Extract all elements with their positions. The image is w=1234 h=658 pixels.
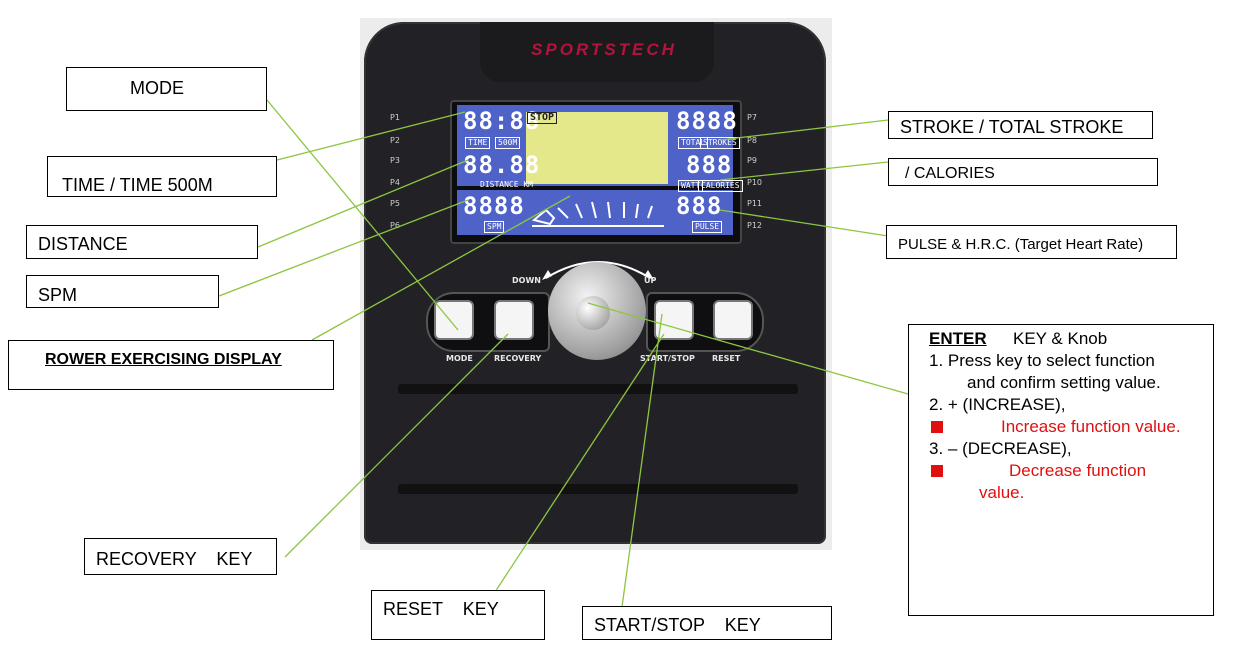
- time-digits: 88:88: [463, 107, 541, 135]
- leader-line-reset: [494, 333, 665, 593]
- distance-tag: DISTANCE KM: [480, 180, 533, 189]
- callout-recovery-key-text: RECOVERY KEY: [96, 549, 253, 569]
- program-label-p3: P3: [390, 156, 400, 165]
- leader-line-enter: [587, 302, 909, 395]
- enter-line-1: 1. Press key to select function: [929, 351, 1155, 370]
- enter-line-1b: and confirm setting value.: [967, 373, 1161, 392]
- program-label-p9: P9: [747, 156, 757, 165]
- callout-spm-text: SPM: [38, 285, 78, 305]
- start-stop-key-label: START/STOP: [640, 354, 695, 363]
- callout-pulse-text: PULSE & H.R.C. (Target Heart Rate): [898, 236, 1144, 253]
- console-slot-upper: [398, 384, 798, 394]
- strokes-tag: STROKES: [700, 137, 740, 149]
- program-label-p8: P8: [747, 136, 757, 145]
- leader-line-rower-display: [311, 195, 571, 341]
- callout-time: TIME / TIME 500M: [47, 156, 277, 197]
- time-tag: TIME: [465, 137, 491, 149]
- leader-line-stroke: [719, 119, 889, 141]
- enter-key[interactable]: [576, 296, 610, 330]
- callout-mode: MODE: [66, 67, 267, 111]
- program-label-p6: P6: [390, 221, 400, 230]
- leader-line-recovery: [284, 333, 509, 558]
- rower-animation-graphic: [531, 201, 664, 227]
- bullet-square-icon: [931, 421, 943, 433]
- lcd-dot-matrix: [526, 112, 668, 184]
- callout-distance: DISTANCE: [26, 225, 258, 259]
- leader-line-calories: [719, 161, 889, 181]
- total-tag: TOTAL: [678, 137, 709, 149]
- pulse-digits: 888: [676, 192, 723, 220]
- down-label: DOWN: [512, 276, 541, 285]
- up-label: UP: [644, 276, 657, 285]
- mode-key[interactable]: [434, 300, 474, 340]
- stroke-digits: 8888: [676, 107, 738, 135]
- enter-line-3-detail: Decrease function: [1009, 461, 1147, 480]
- callout-reset-key: RESET KEY: [371, 590, 545, 640]
- watt-tag: WATT: [678, 180, 704, 192]
- callout-stroke-text: STROKE / TOTAL STROKE: [900, 117, 1124, 137]
- callout-start-stop-key: START/STOP KEY: [582, 606, 832, 640]
- recovery-key-label: RECOVERY: [494, 354, 542, 363]
- distance-digits: 88.88: [463, 151, 541, 179]
- callout-calories-text: / CALORIES: [905, 165, 995, 182]
- stop-label: STOP: [527, 112, 558, 124]
- callout-stroke: STROKE / TOTAL STROKE: [888, 111, 1153, 139]
- spm-tag: SPM: [484, 221, 505, 233]
- callout-pulse: PULSE & H.R.C. (Target Heart Rate): [886, 225, 1177, 259]
- callout-start-stop-key-text: START/STOP KEY: [594, 615, 761, 635]
- recovery-key[interactable]: [494, 300, 534, 340]
- program-label-p1: P1: [390, 113, 400, 122]
- enter-title: ENTER: [929, 329, 987, 348]
- callout-time-text: TIME / TIME 500M: [62, 175, 213, 195]
- callout-spm: SPM: [26, 275, 219, 308]
- enter-line-2-detail: Increase function value.: [1001, 417, 1181, 436]
- callout-distance-text: DISTANCE: [38, 234, 128, 254]
- pulse-tag: PULSE: [692, 221, 723, 233]
- spm-digits: 8888: [463, 192, 525, 220]
- callout-rower-display: ROWER EXERCISING DISPLAY: [8, 340, 334, 390]
- program-label-p4: P4: [390, 178, 400, 187]
- leader-line-spm: [218, 199, 469, 297]
- program-label-p2: P2: [390, 136, 400, 145]
- program-label-p10: P10: [747, 178, 763, 187]
- callout-recovery-key: RECOVERY KEY: [84, 538, 277, 575]
- program-label-p5: P5: [390, 199, 400, 208]
- callout-reset-key-text: RESET KEY: [383, 599, 499, 619]
- reset-key-label: RESET: [712, 354, 741, 363]
- bullet-square-icon: [931, 465, 943, 477]
- callout-calories: / CALORIES: [888, 158, 1158, 186]
- callout-enter-key-knob: ENTER KEY & Knob 1. Press key to select …: [908, 324, 1214, 616]
- leader-line-distance: [257, 159, 469, 248]
- leader-line-pulse: [719, 209, 889, 237]
- watt-digits: 888: [686, 151, 733, 179]
- leader-line-mode: [266, 99, 459, 331]
- reset-key[interactable]: [713, 300, 753, 340]
- callout-mode-text: MODE: [130, 78, 184, 98]
- enter-line-3: 3. – (DECREASE),: [929, 439, 1072, 458]
- program-label-p11: P11: [747, 199, 763, 208]
- leader-line-start-stop: [621, 313, 663, 608]
- program-label-p12: P12: [747, 221, 763, 230]
- console-slot-lower: [398, 484, 798, 494]
- mode-key-label: MODE: [446, 354, 473, 363]
- enter-title-rest: KEY & Knob: [1013, 329, 1108, 348]
- brand-logo: SPORTSTECH: [531, 40, 677, 59]
- lcd-divider: [456, 186, 734, 190]
- program-label-p7: P7: [747, 113, 757, 122]
- callout-rower-display-text: ROWER EXERCISING DISPLAY: [45, 351, 282, 368]
- time500-tag: 500M: [495, 137, 521, 149]
- enter-line-3-detail-b: value.: [979, 483, 1025, 502]
- enter-line-2: 2. + (INCREASE),: [929, 395, 1066, 414]
- leader-line-time: [276, 111, 466, 161]
- brand-tab: [480, 22, 714, 82]
